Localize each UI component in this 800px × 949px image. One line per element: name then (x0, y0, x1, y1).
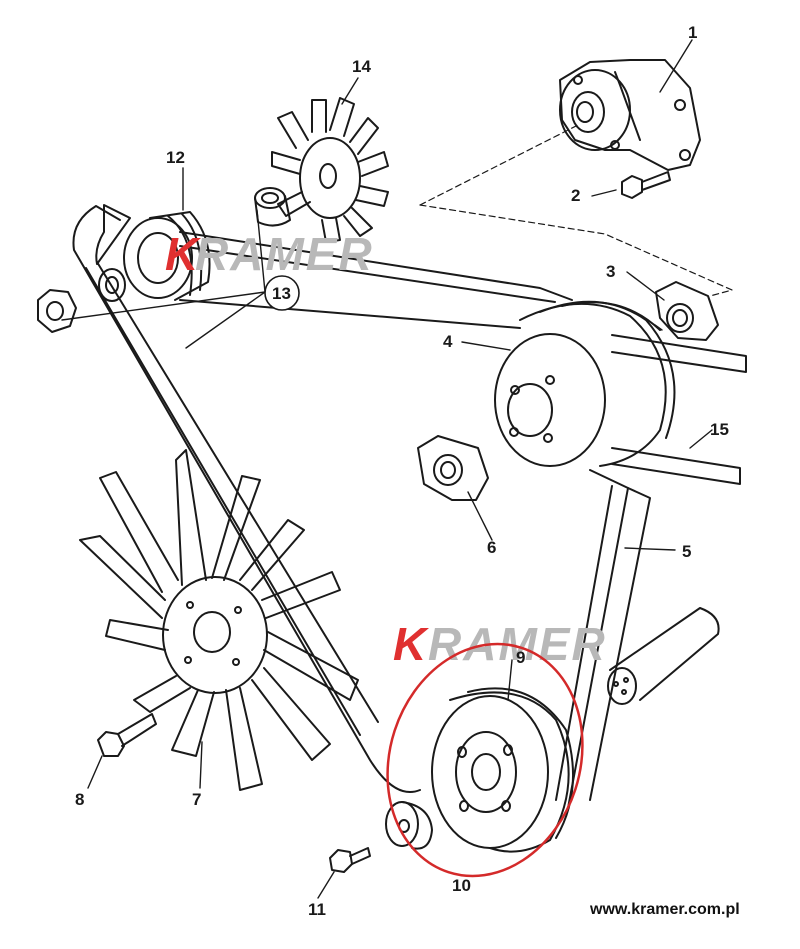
fan-belt (72, 204, 651, 809)
callout-1: 1 (688, 23, 697, 42)
callout-12: 12 (166, 148, 185, 167)
callout-9: 9 (516, 648, 525, 667)
watermark-k: K (165, 228, 201, 280)
callout-5: 5 (682, 542, 691, 561)
callout-13: 13 (272, 284, 291, 303)
bolt-8 (97, 713, 157, 757)
crankshaft (607, 607, 720, 705)
bolt-2 (621, 171, 671, 199)
water-pump-pulley (494, 300, 676, 467)
cooling-fan (79, 449, 359, 791)
gasket-flange-3 (655, 281, 719, 341)
leader-lines (61, 39, 713, 899)
callout-7: 7 (192, 790, 201, 809)
watermark-bottom: K RAMER (393, 618, 607, 670)
callout-8: 8 (75, 790, 84, 809)
watermark-top: K RAMER (165, 228, 374, 280)
bolt-11 (329, 847, 371, 873)
callout-15: 15 (710, 420, 729, 439)
crankshaft-pulley (431, 687, 575, 853)
website-url: www.kramer.com.pl (589, 901, 740, 918)
callout-10: 10 (452, 876, 471, 895)
callout-labels: 1 2 3 4 5 6 7 8 9 10 11 12 13 14 15 (75, 23, 729, 919)
highlight-ellipse (386, 642, 584, 878)
callout-2: 2 (571, 186, 580, 205)
callout-3: 3 (606, 262, 615, 281)
idler-pulley (123, 211, 211, 301)
watermark-rest: RAMER (195, 228, 374, 280)
washer-nut (37, 187, 291, 333)
small-fan (271, 97, 389, 243)
callout-4: 4 (443, 332, 453, 351)
callout-11: 11 (308, 900, 326, 919)
watermark-rest: RAMER (428, 618, 607, 670)
water-pump-housing (559, 59, 701, 171)
callout-6: 6 (487, 538, 496, 557)
drive-belt (179, 231, 747, 485)
callout-13-circle (264, 275, 300, 311)
watermark-k: K (393, 618, 429, 670)
spacer-10 (385, 801, 433, 850)
callout-14: 14 (352, 57, 371, 76)
flange-6 (417, 435, 489, 501)
alignment-lines (419, 124, 733, 297)
